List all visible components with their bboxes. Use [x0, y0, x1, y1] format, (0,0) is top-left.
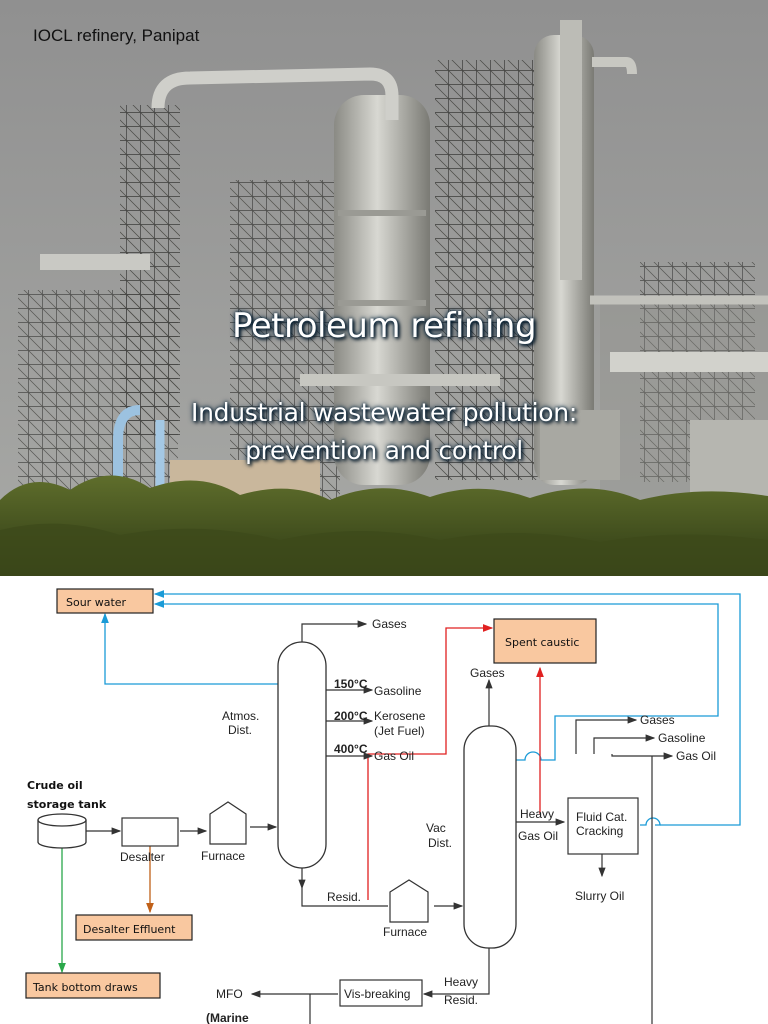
- temp-150-label: 150°C: [334, 677, 368, 691]
- gas-oil-label-2: Gas Oil: [518, 829, 558, 843]
- temp-200-label: 200°C: [334, 709, 368, 723]
- kerosene-label: Kerosene: [374, 709, 426, 723]
- gasoline-label-2: Gasoline: [658, 731, 706, 745]
- vis-breaking-label: Vis-breaking: [344, 987, 410, 1001]
- vac-label-2: Dist.: [428, 836, 452, 850]
- crude-oil-storage-tank: [37, 813, 87, 849]
- mfo-label: MFO: [216, 987, 243, 1001]
- furnace-2: [389, 879, 429, 923]
- fluid-cat-cracking-unit: [567, 797, 639, 855]
- vacuum-distillation-column: [463, 725, 517, 949]
- furnace-2-label: Furnace: [383, 925, 427, 939]
- desalter-effluent-label: Desalter Effluent: [83, 923, 176, 936]
- vis-breaking-unit: [339, 979, 423, 1007]
- spent-caustic-label: Spent caustic: [505, 636, 579, 649]
- furnace-1-label: Furnace: [201, 849, 245, 863]
- temp-400-label: 400°C: [334, 742, 368, 756]
- atmospheric-distillation-column: [277, 641, 327, 869]
- spent-caustic-lines: [367, 624, 544, 900]
- sour-water-box: Sour water: [56, 588, 154, 614]
- gas-oil-label-1: Gas Oil: [374, 749, 414, 763]
- tank-bottom-draws-box: Tank bottom draws: [25, 972, 161, 999]
- gases-vac-label: Gases: [470, 666, 505, 680]
- slide-title: Petroleum refining: [231, 306, 537, 346]
- fcc-label-2: Cracking: [576, 824, 623, 838]
- heavy-label-2: Heavy: [444, 975, 478, 989]
- crude-tank-label-1: Crude oil: [27, 779, 83, 792]
- heavy-label-1: Heavy: [520, 807, 554, 821]
- subtitle-line-1: Industrial wastewater pollution:: [191, 398, 577, 427]
- refinery-photo: IOCL refinery, Panipat Petroleum refinin…: [0, 0, 768, 576]
- crude-tank-label-2: storage tank: [27, 798, 107, 811]
- subtitle-line-2: prevention and control: [245, 436, 523, 465]
- photo-caption: IOCL refinery, Panipat: [33, 26, 200, 45]
- refinery-image: [0, 0, 768, 576]
- sour-water-lines: [101, 590, 741, 826]
- gases-top-label: Gases: [372, 617, 407, 631]
- furnace-1: [209, 801, 247, 845]
- gas-oil-label-3: Gas Oil: [676, 749, 716, 763]
- vac-label-1: Vac: [426, 821, 446, 835]
- gases-fcc-label: Gases: [640, 713, 675, 727]
- resid-label: Resid.: [327, 890, 361, 904]
- desalter-unit: [121, 817, 179, 847]
- desalter-label: Desalter: [120, 850, 165, 864]
- slurry-oil-label: Slurry Oil: [575, 889, 624, 903]
- process-lines: [86, 620, 674, 1024]
- atmos-label-2: Dist.: [228, 723, 252, 737]
- marine-label: (Marine: [206, 1011, 249, 1024]
- sour-water-label: Sour water: [66, 596, 127, 609]
- fcc-label-1: Fluid Cat.: [576, 810, 627, 824]
- gasoline-label-1: Gasoline: [374, 684, 422, 698]
- slide-subtitle: Industrial wastewater pollution: prevent…: [0, 394, 768, 470]
- tank-bottom-draws-label: Tank bottom draws: [32, 981, 138, 994]
- refinery-flow-diagram: Sour water Spent caustic Desalter Efflue…: [25, 588, 741, 1024]
- spent-caustic-box: Spent caustic: [493, 618, 597, 664]
- resid-label-2: Resid.: [444, 993, 478, 1007]
- desalter-effluent-box: Desalter Effluent: [75, 914, 193, 941]
- jet-fuel-label: (Jet Fuel): [374, 724, 425, 738]
- atmos-label-1: Atmos.: [222, 709, 259, 723]
